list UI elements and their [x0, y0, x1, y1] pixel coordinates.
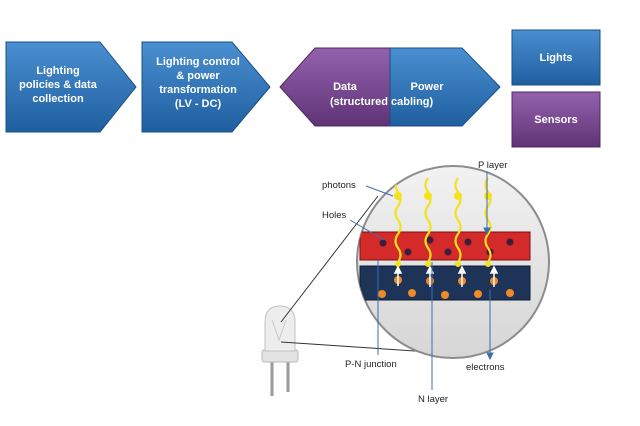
- lights-label: Lights: [540, 52, 573, 64]
- flow-step-control-line1: Lighting control: [156, 56, 240, 68]
- photons: [394, 192, 492, 267]
- leader-lines: [349, 172, 494, 390]
- flow-step-data-power: Data (structured Power cabling): [279, 47, 501, 127]
- photons-label: photons: [322, 180, 356, 191]
- sensors-label: Sensors: [534, 114, 577, 126]
- data-label: Data: [333, 81, 358, 93]
- led-component-icon: [261, 305, 299, 396]
- electron-arrows: [393, 265, 499, 287]
- sensors-box: Sensors: [511, 91, 601, 148]
- pn-junction-magnifier: [356, 165, 550, 359]
- n-layer-label: N layer: [418, 394, 448, 405]
- cabling-label: cabling): [391, 96, 434, 108]
- flow-step-policies-line2: policies & data: [19, 79, 98, 91]
- lights-box: Lights: [511, 29, 601, 86]
- electrons: [378, 276, 514, 299]
- power-label: Power: [410, 81, 444, 93]
- pn-junction-label: P-N junction: [345, 359, 397, 370]
- flow-step-control: Lighting control & power transformation …: [141, 41, 271, 133]
- p-layer-label: P layer: [478, 160, 507, 171]
- power-arrow: [389, 47, 501, 127]
- holes-label: Holes: [322, 210, 347, 221]
- flow-step-policies: Lighting policies & data collection: [5, 41, 137, 133]
- flow-step-control-line2: & power: [176, 70, 220, 82]
- structured-label: (structured: [330, 96, 388, 108]
- zoom-line-top: [280, 195, 379, 323]
- flow-step-control-line3: transformation: [159, 84, 237, 96]
- flow-step-policies-line3: collection: [32, 93, 84, 105]
- zoom-line-bottom: [280, 341, 431, 353]
- electrons-label: electrons: [466, 362, 505, 373]
- flow-step-policies-line1: Lighting: [36, 65, 79, 77]
- flow-step-control-line4: (LV - DC): [175, 98, 222, 110]
- p-layer: [359, 231, 531, 261]
